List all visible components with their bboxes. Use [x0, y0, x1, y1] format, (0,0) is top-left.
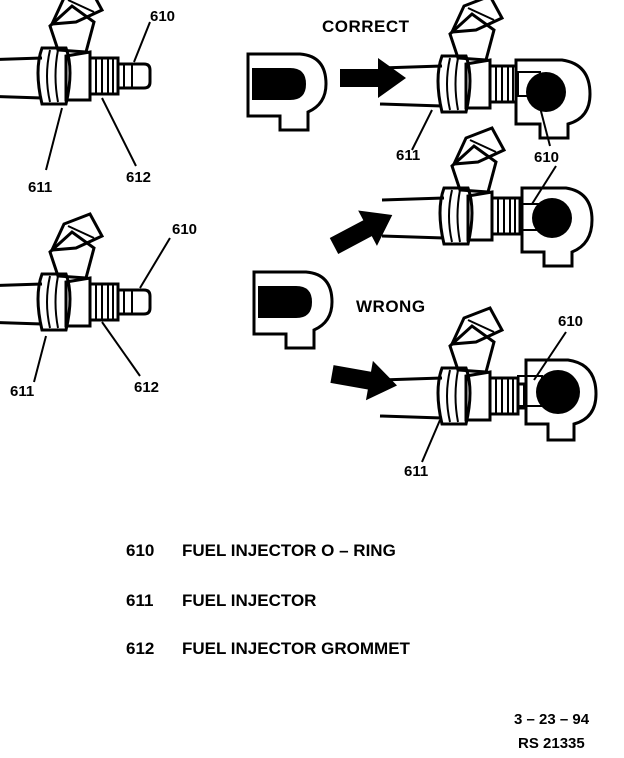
callout-611: 611: [10, 383, 34, 400]
figure-date: 3 – 23 – 94: [514, 711, 590, 728]
legend-code-611: 611: [126, 591, 153, 610]
callout-610: 610: [534, 149, 559, 166]
callout-610: 610: [150, 8, 175, 25]
grommet-drawing-wrong: [252, 270, 334, 350]
injector-drawing-top-left: [0, 0, 152, 106]
grommet-drawing-correct: [246, 52, 328, 132]
figure-reference: RS 21335: [518, 735, 585, 752]
injector-drawing-bottom-left: [0, 212, 152, 332]
wrong-heading: WRONG: [356, 297, 426, 316]
callout-612: 612: [134, 379, 159, 396]
legend-text-610: FUEL INJECTOR O – RING: [182, 541, 396, 560]
legend-code-612: 612: [126, 639, 154, 658]
legend-text-612: FUEL INJECTOR GROMMET: [182, 639, 411, 658]
legend-text-611: FUEL INJECTOR: [182, 591, 316, 610]
callout-610: 610: [172, 221, 197, 238]
injector-assembled-correct: [378, 0, 592, 140]
callout-611: 611: [396, 147, 420, 164]
legend: 610 FUEL INJECTOR O – RING 611 FUEL INJE…: [126, 541, 411, 658]
correct-heading: CORRECT: [322, 17, 410, 36]
injector-assembled-wrong-lower: [378, 306, 598, 442]
legend-code-610: 610: [126, 541, 154, 560]
arrow-wrong-upper: [324, 197, 402, 264]
callout-612: 612: [126, 169, 151, 186]
callout-610: 610: [558, 313, 583, 330]
arrow-correct: [340, 58, 406, 98]
callout-611: 611: [404, 463, 428, 480]
callout-611: 611: [28, 179, 52, 196]
injector-assembled-wrong-upper: [380, 126, 594, 268]
